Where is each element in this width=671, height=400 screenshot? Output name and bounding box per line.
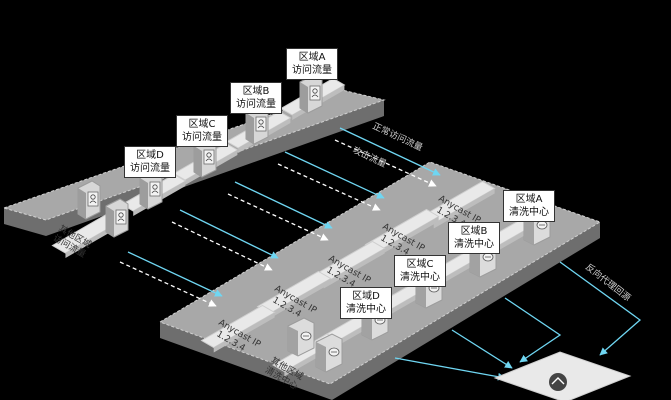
- origin-server: [493, 351, 632, 400]
- client-server: [105, 198, 129, 238]
- normal-flow-arrow: [339, 127, 441, 176]
- callout-line2: 访问流量: [236, 99, 276, 110]
- callout-region-a-center: 区域A 清洗中心: [503, 190, 555, 222]
- callout-region-a-traffic: 区域A 访问流量: [286, 48, 338, 80]
- flow-label-normal: 正常访问流量: [371, 120, 425, 154]
- user-icon: [89, 194, 97, 204]
- user-icon: [117, 212, 125, 222]
- right-platform: [158, 161, 602, 400]
- callout-region-c-center: 区域C 清洗中心: [394, 255, 446, 287]
- callout-line1: 区域D: [136, 150, 164, 161]
- attack-flow-arrow: [227, 193, 329, 241]
- callout-line2: 清洗中心: [400, 272, 440, 283]
- back-to-origin-arrow: [504, 297, 562, 363]
- normal-flow-arrow: [127, 251, 223, 297]
- callout-line1: 区域A: [515, 194, 543, 205]
- flow-arrows: [119, 127, 642, 381]
- callout-region-d-center: 区域D 清洗中心: [340, 287, 392, 319]
- client-server: [77, 180, 101, 220]
- callout-line1: 区域D: [352, 291, 380, 302]
- client-server: [245, 105, 269, 145]
- cleaning-center: [287, 317, 315, 357]
- user-icon: [205, 152, 213, 162]
- callout-region-d-traffic: 区域D 访问流量: [124, 146, 176, 178]
- user-icon: [257, 119, 265, 129]
- attack-flow-arrow: [171, 221, 273, 271]
- normal-flow-arrow: [179, 209, 279, 259]
- callout-line1: 区域C: [188, 119, 216, 130]
- user-icon: [151, 184, 159, 194]
- back-to-origin-arrow: [451, 329, 513, 369]
- callout-line2: 访问流量: [182, 132, 222, 143]
- cleaning-center-icon: [300, 331, 312, 341]
- client-server: [299, 74, 323, 114]
- user-icon: [311, 88, 319, 98]
- callout-region-c-traffic: 区域C 访问流量: [176, 115, 228, 147]
- cleaning-center-icon: [328, 347, 340, 357]
- callout-line2: 清洗中心: [454, 239, 494, 250]
- callout-line1: 区域B: [460, 226, 488, 237]
- cleaning-center-icon: [536, 220, 548, 230]
- server-group-icon: [549, 373, 567, 391]
- callout-region-b-center: 区域B 清洗中心: [448, 222, 500, 254]
- attack-flow-arrow: [119, 261, 217, 307]
- cleaning-center: [315, 333, 343, 373]
- anycast-ip-tile: [200, 304, 276, 353]
- callout-line2: 清洗中心: [346, 304, 386, 315]
- normal-flow-arrow: [234, 181, 333, 229]
- cleaning-center-icon: [482, 252, 494, 262]
- callout-line1: 区域B: [242, 86, 270, 97]
- callout-line2: 访问流量: [292, 65, 332, 76]
- back-to-origin-arrow: [559, 261, 642, 356]
- callout-region-b-traffic: 区域B 访问流量: [230, 82, 282, 114]
- client-server: [139, 170, 163, 210]
- back-to-origin-arrow: [394, 357, 506, 381]
- callout-line1: 区域A: [298, 52, 326, 63]
- normal-flow-arrow: [284, 151, 385, 199]
- callout-line2: 访问流量: [130, 163, 170, 174]
- client-server: [193, 138, 217, 178]
- attack-flow-arrow: [334, 139, 437, 187]
- callout-line1: 区域C: [406, 259, 434, 270]
- attack-flow-arrow: [277, 163, 381, 211]
- callout-line2: 清洗中心: [509, 207, 549, 218]
